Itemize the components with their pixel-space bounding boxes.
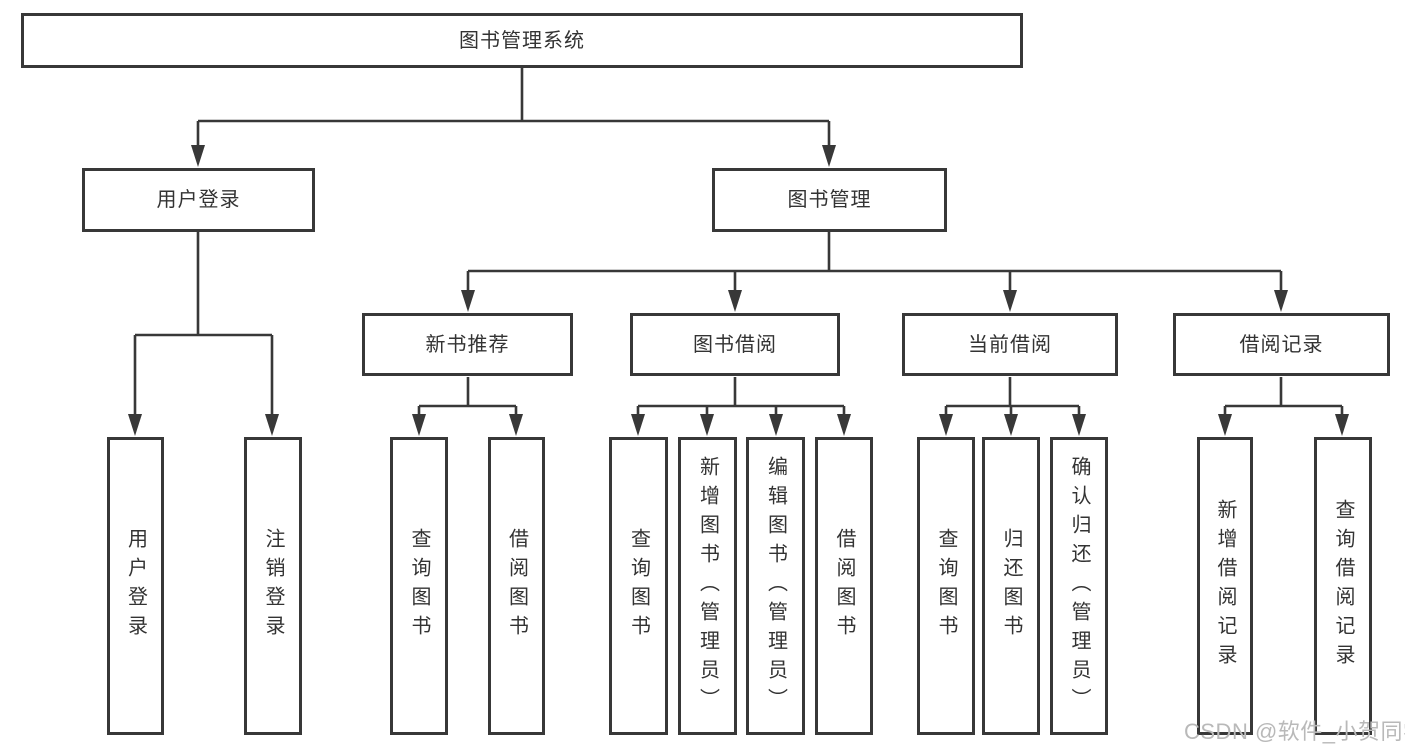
node-book-management-branch: 图书管理 bbox=[712, 168, 947, 232]
leaf-logout: 注销登录 bbox=[244, 437, 302, 735]
node-library-management-system: 图书管理系统 bbox=[21, 13, 1023, 68]
node-current-borrowing: 当前借阅 bbox=[902, 313, 1118, 376]
leaf-borrow-books-recommend: 借阅图书 bbox=[488, 437, 545, 735]
leaf-edit-book-admin: 编辑图书（管理员） bbox=[746, 437, 805, 735]
leaf-user-login: 用户登录 bbox=[107, 437, 164, 735]
leaf-add-book-admin: 新增图书（管理员） bbox=[678, 437, 737, 735]
leaf-add-borrow-record: 新增借阅记录 bbox=[1197, 437, 1253, 735]
leaf-query-books-recommend: 查询图书 bbox=[390, 437, 448, 735]
node-new-book-recommendation: 新书推荐 bbox=[362, 313, 573, 376]
node-book-borrowing: 图书借阅 bbox=[630, 313, 840, 376]
watermark: CSDN @软件_小贺同学 bbox=[1184, 719, 1405, 744]
leaf-query-borrow-record: 查询借阅记录 bbox=[1314, 437, 1372, 735]
leaf-borrow-books: 借阅图书 bbox=[815, 437, 873, 735]
node-borrowing-records: 借阅记录 bbox=[1173, 313, 1390, 376]
leaf-query-books-current: 查询图书 bbox=[917, 437, 975, 735]
leaf-confirm-return-admin: 确认归还（管理员） bbox=[1050, 437, 1108, 735]
leaf-query-books-borrow: 查询图书 bbox=[609, 437, 668, 735]
node-user-login-branch: 用户登录 bbox=[82, 168, 315, 232]
leaf-return-book: 归还图书 bbox=[982, 437, 1040, 735]
